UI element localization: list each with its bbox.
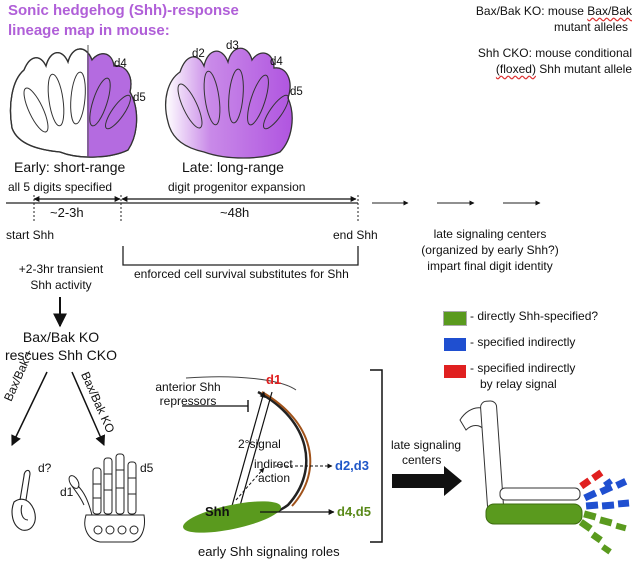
early-digit-d4: d4 (114, 58, 127, 70)
note-shhcko-rest: Shh mutant allele (535, 62, 632, 76)
early-digit-d5: d5 (133, 92, 146, 104)
legend-swatch-green (443, 311, 467, 326)
late-digit-d5: d5 (290, 86, 303, 98)
branch-arrow-left (11, 371, 48, 446)
shh-label: Shh (205, 504, 230, 519)
big-right-arrow-icon (392, 466, 462, 496)
late-centers-line3: impart final digit identity (427, 259, 553, 273)
legend-swatch-blue (444, 338, 466, 351)
rescued-hand-icon (68, 453, 145, 543)
rescue-line2: rescues Shh CKO (4, 347, 118, 363)
late-centers-arrow-line2: centers (402, 453, 442, 467)
late-centers-line2: (organized by early Shh?) (421, 243, 559, 257)
legend-label-indirect: - specified indirectly (470, 335, 576, 349)
title-line-1: Sonic hedgehog (Shh)-response (8, 2, 239, 19)
note-baxbak-line1: Bax/Bak KO: mouse Bax/Bak (475, 4, 632, 19)
indirect-line2: action (258, 471, 291, 485)
indirect-line1: indirect (254, 457, 293, 471)
start-shh-label: start Shh (6, 228, 55, 242)
duration-1: ~2-3h (50, 205, 84, 220)
rescued-d1: d1 (60, 485, 74, 499)
legend-label-direct: - directly Shh-specified? (470, 309, 599, 323)
note-baxbak-prefix: Bax/Bak KO: mouse (475, 4, 588, 18)
late-digit-d3: d3 (226, 40, 239, 52)
legend-label-relay-line2: by relay signal (480, 377, 557, 391)
early-limb-icon (9, 45, 138, 158)
survival-label: enforced cell survival substitutes for S… (134, 267, 349, 281)
rescued-d5: d5 (140, 461, 154, 475)
note-shhcko-line2: (floxed) Shh mutant allele (495, 62, 632, 77)
branch-arrow-right (71, 371, 106, 446)
signal-d1: d1 (266, 372, 282, 387)
mutant-d-question: d? (38, 461, 52, 475)
mutant-limb-icon (11, 469, 36, 531)
late-digit-d4: d4 (270, 56, 283, 68)
late-label: Late: long-range (182, 159, 284, 175)
late-limb-icon (165, 47, 293, 159)
rescue-line1: Bax/Bak KO (22, 329, 100, 345)
phase2-label: digit progenitor expansion (168, 180, 306, 194)
anterior-line2: repressors (159, 394, 217, 408)
title-line-2: lineage map in mouse: (8, 22, 170, 39)
late-digit-d2: d2 (192, 48, 205, 60)
note-baxbak-line2: mutant alleles (553, 20, 628, 34)
timeline (6, 195, 541, 266)
note-baxbak-underlined: Bax/Bak (587, 4, 632, 18)
signal-d23: d2,d3 (335, 458, 369, 473)
transient-line1: +2-3hr transient (18, 262, 104, 276)
late-centers-arrow-line1: late signaling (391, 438, 462, 452)
legend-swatch-red (444, 365, 466, 378)
note-floxed: (floxed) (495, 62, 536, 76)
signal-d45: d4,d5 (337, 504, 371, 519)
legend-label-relay-line1: - specified indirectly (470, 361, 576, 375)
transient-line2: Shh activity (30, 278, 92, 292)
duration-2: ~48h (220, 205, 250, 220)
note-shhcko-line1: Shh CKO: mouse conditional (477, 46, 632, 60)
signaling-diagram (182, 369, 383, 543)
end-shh-label: end Shh (333, 228, 378, 242)
second-signal-label: 2°signal (238, 437, 281, 451)
late-centers-line1: late signaling centers (433, 227, 547, 241)
early-label: Early: short-range (14, 159, 126, 175)
phase1-label: all 5 digits specified (8, 180, 113, 194)
anterior-line1: anterior Shh (155, 380, 221, 394)
signaling-caption: early Shh signaling roles (198, 544, 340, 559)
colored-arm-skeleton-icon (459, 400, 630, 555)
